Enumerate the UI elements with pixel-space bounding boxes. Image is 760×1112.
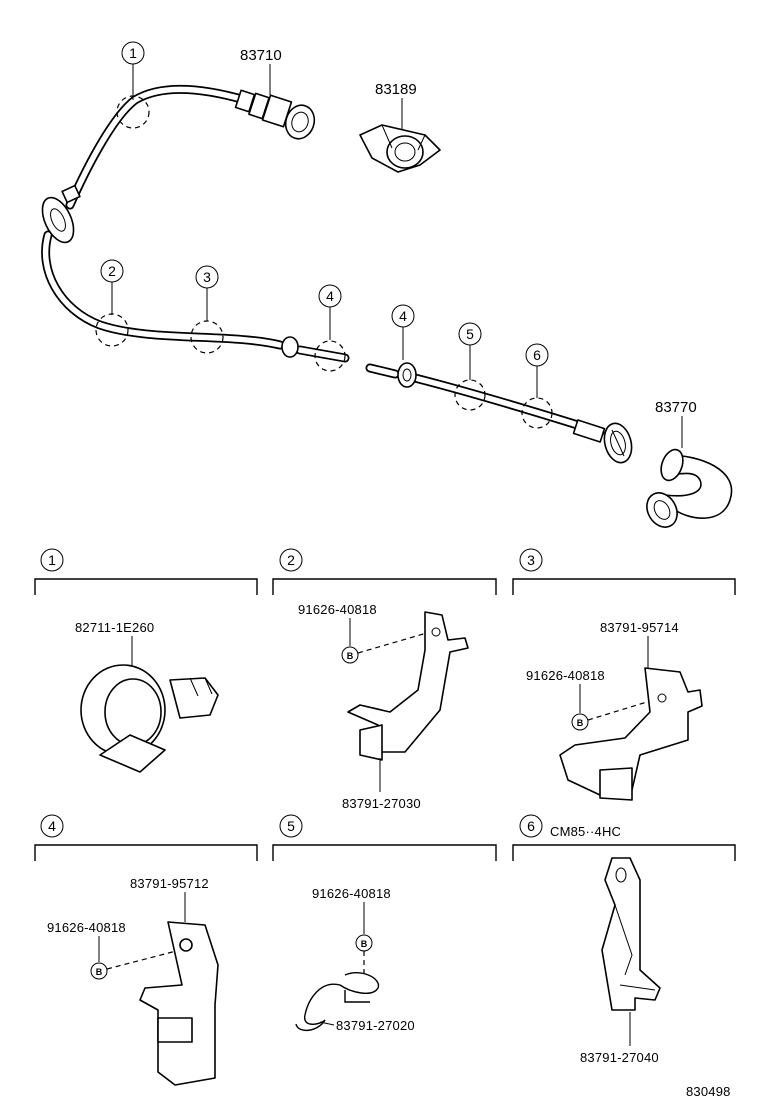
panel-4-label-2: 91626-40818	[47, 920, 126, 935]
callout-4a: 4	[326, 288, 334, 304]
panel-3-label-2: 91626-40818	[526, 668, 605, 683]
panel-5-label-1: 91626-40818	[312, 886, 391, 901]
panel-2-label-2: 83791-27030	[342, 796, 421, 811]
detail-panel-6: 6 CM85··4HC 83791-27040	[512, 814, 736, 1065]
detail-panel-2: 2 91626-40818 B 83791-27030	[272, 548, 497, 811]
part-number-83710: 83710	[240, 47, 282, 64]
callout-3: 3	[203, 269, 211, 285]
panel-1-label-1: 82711-1E260	[75, 620, 154, 635]
part-number-83770: 83770	[655, 399, 697, 416]
panel-1-number: 1	[48, 552, 56, 568]
panel-3-label-1: 83791-95714	[600, 620, 679, 635]
grommet-clip-part	[359, 124, 441, 173]
speedometer-cable-assembly	[41, 84, 633, 464]
detail-panel-3: 3 83791-95714 91626-40818 B	[512, 548, 736, 801]
callout-1: 1	[129, 45, 137, 61]
detail-panel-4: 4 83791-95712 91626-40818 B	[34, 814, 258, 1086]
bolt-symbol: B	[96, 967, 103, 977]
figure-code: 830498	[686, 1084, 731, 1099]
main-callouts: 1 2 3 4 4 5 6	[95, 41, 553, 429]
speedometer-adapter-part	[646, 448, 733, 528]
callout-6: 6	[533, 347, 541, 363]
panel-2-number: 2	[287, 552, 295, 568]
bolt-symbol: B	[347, 651, 354, 661]
detail-panel-1: 1 82711-1E260	[34, 548, 258, 773]
callout-5: 5	[466, 326, 474, 342]
callout-2: 2	[108, 263, 116, 279]
panel-3-number: 3	[527, 552, 535, 568]
bolt-symbol: B	[577, 718, 584, 728]
panel-5-number: 5	[287, 818, 295, 834]
callout-4b: 4	[399, 308, 407, 324]
panel-4-number: 4	[48, 818, 56, 834]
panel-5-label-2: 83791-27020	[336, 1018, 415, 1033]
panel-6-number: 6	[527, 818, 535, 834]
panel-6-note: CM85··4HC	[550, 824, 621, 839]
part-number-83189: 83189	[375, 81, 417, 98]
detail-panel-5: 5 91626-40818 B 83791-27020	[272, 814, 497, 1033]
panel-4-label-1: 83791-95712	[130, 876, 209, 891]
panel-6-label-1: 83791-27040	[580, 1050, 659, 1065]
panel-2-label-1: 91626-40818	[298, 602, 377, 617]
bolt-symbol: B	[361, 939, 368, 949]
